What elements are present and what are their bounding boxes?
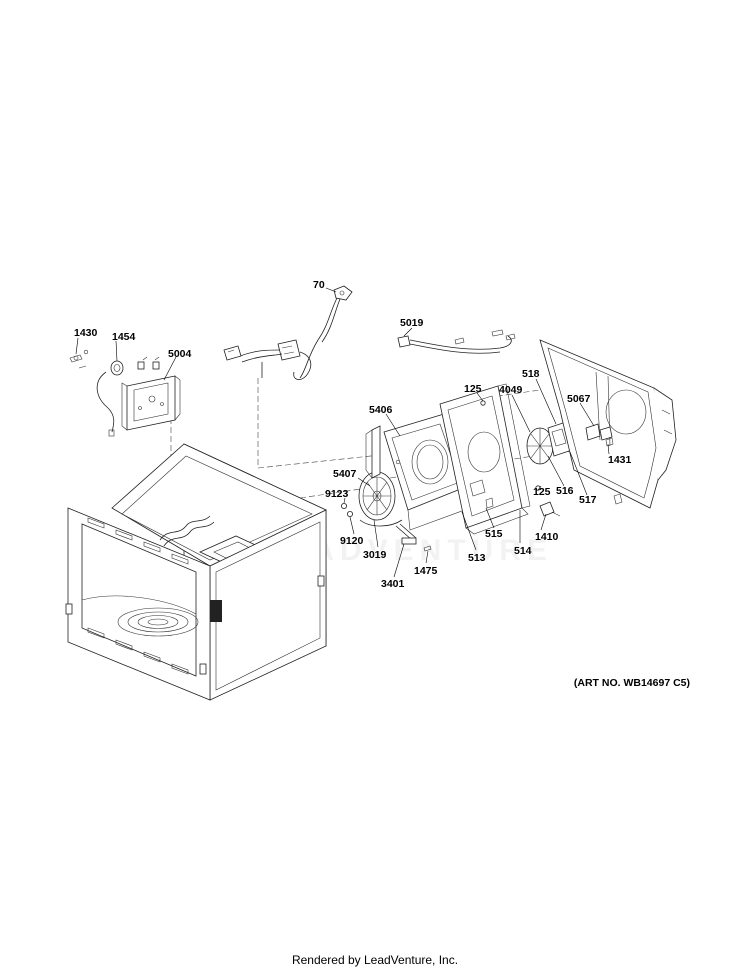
turntable	[117, 607, 199, 637]
callout-1431: 1431	[608, 454, 632, 466]
callout-514: 514	[514, 545, 532, 557]
housing-515-514	[439, 383, 531, 535]
callout-3401: 3401	[381, 578, 405, 590]
callout-5067: 5067	[567, 393, 591, 405]
bracket-5406	[365, 425, 381, 479]
callout-1430: 1430	[74, 327, 98, 339]
callout-9120: 9120	[340, 535, 364, 547]
callout-517: 517	[579, 494, 597, 506]
leader-lines	[75, 287, 610, 578]
callout-3019: 3019	[363, 549, 387, 561]
callout-70: 70	[313, 279, 325, 291]
wire-5019	[397, 329, 516, 354]
callout-5019: 5019	[400, 317, 424, 329]
callout-1475: 1475	[414, 565, 438, 577]
callout-9123: 9123	[325, 488, 349, 500]
callout-5406: 5406	[369, 404, 393, 416]
connector-1410	[535, 485, 561, 517]
callout-5004: 5004	[168, 348, 192, 360]
outer-duct	[539, 339, 677, 509]
footer-credit: Rendered by LeadVenture, Inc.	[291, 953, 459, 967]
callout-516: 516	[556, 485, 574, 497]
screw-125-top	[480, 400, 486, 406]
callout-1454: 1454	[112, 331, 136, 343]
callout-labels: 70 1430 1454 5004 5019 125 4049 518 5067…	[74, 279, 632, 590]
callout-125-bottom: 125	[533, 486, 551, 498]
vent-grill	[210, 600, 222, 622]
oven-cavity	[65, 443, 327, 701]
callout-125-top: 125	[464, 383, 482, 395]
callout-513: 513	[468, 552, 486, 564]
callout-4049: 4049	[499, 384, 523, 396]
wire-harness-70	[223, 285, 353, 380]
callout-518: 518	[522, 368, 540, 380]
art-number: (ART NO. WB14697 C5)	[573, 677, 690, 689]
callout-5407: 5407	[333, 468, 357, 480]
callout-515: 515	[485, 528, 503, 540]
cutout-bracket-assembly	[69, 349, 181, 437]
callout-1410: 1410	[535, 531, 559, 543]
